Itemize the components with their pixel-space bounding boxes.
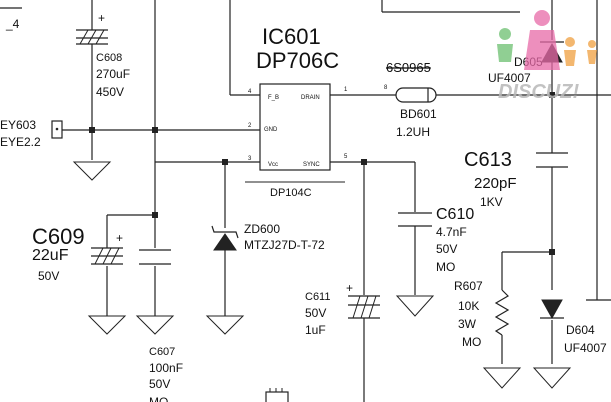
pin2-num: 2 [248,123,252,129]
c607-symbol [139,249,171,265]
pin1-name: DRAIN [301,95,320,101]
d604-part: UF4007 [564,341,607,355]
c611-ref: C611 [305,291,330,303]
ic-marking: 6S0965 [386,60,431,75]
pin4-name: F_B [268,95,279,101]
net-fragment: _4 [5,17,20,31]
svg-text:+: + [98,11,105,25]
c610-volt: 50V [436,242,457,256]
bd601-ref: BD601 [400,107,437,121]
c607-volt: 50V [149,377,170,391]
pin4-num: 4 [248,89,252,95]
zd600-ref: ZD600 [244,222,280,236]
pin5-num: 5 [344,154,348,160]
c607-type: MO [149,395,168,402]
pin3-num: 3 [248,156,252,162]
svg-text:+: + [116,231,123,245]
c607-val: 100nF [149,361,183,375]
bd601-val: 1.2UH [396,125,430,139]
ic-part: DP706C [256,48,339,73]
ic-sub: DP104C [270,187,312,199]
c610-symbol [398,212,432,227]
c609-ref: C609 [32,224,85,249]
ey603-val: EYE2.2 [0,135,41,149]
ey603-ref: EY603 [0,118,36,132]
c610-ref: C610 [436,206,474,223]
junctions [89,92,555,255]
bd601-symbol [395,87,437,103]
c608-ref: C608 [96,52,122,64]
c608-volt: 450V [96,85,124,99]
c611-symbol: + [346,281,380,319]
c613-symbol [536,152,568,168]
pin3-name: Vcc [268,162,278,168]
pin2-name: GND [264,127,278,133]
d604-symbol [540,299,564,320]
r607-type: MO [462,335,481,349]
d604-ref: D604 [566,323,595,337]
c611-volt: 50V [305,306,326,320]
r607-ref: R607 [454,279,483,293]
zd600-symbol [211,225,239,251]
c610-val: 4.7nF [436,225,467,239]
ey603-symbol [51,120,63,139]
c609-symbol: + [91,231,123,265]
d605-part: UF4007 [488,71,531,85]
svg-text:+: + [346,281,353,295]
r607-watt: 3W [458,317,477,331]
c609-volt: 50V [38,269,59,283]
watermark-logo [497,10,597,70]
c610-type: MO [436,260,455,274]
watermark-text: DISCUZ! [498,81,579,103]
c609-val: 22uF [32,247,69,264]
pin5-name: SYNC [303,162,320,168]
c613-val: 220pF [474,175,517,192]
c613-volt: 1KV [480,195,503,209]
c611-val: 1uF [305,323,326,337]
pin8-num: 8 [384,85,388,91]
c608-val: 270uF [96,67,130,81]
c613-ref: C613 [464,149,512,171]
c608-symbol: + [76,11,108,45]
ic-ref: IC601 [262,24,321,49]
c607-ref: C607 [149,346,175,358]
pin1-num: 1 [344,87,348,93]
partial-ic-bottom [265,388,289,402]
ic601: F_B GND Vcc DRAIN SYNC 4 2 3 1 5 8 [248,83,388,171]
zd600-part: MTZJ27D-T-72 [244,238,325,252]
r607-val: 10K [458,299,479,313]
ground-symbols [72,161,572,389]
r607-symbol [494,289,510,336]
